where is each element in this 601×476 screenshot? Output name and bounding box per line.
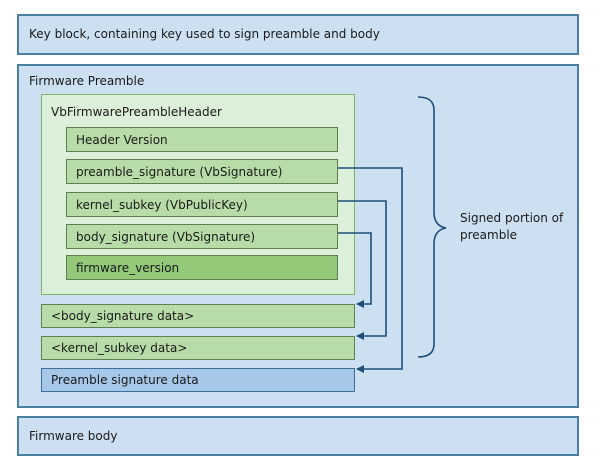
key-block: Key block, containing key used to sign p… xyxy=(17,14,579,55)
preamble-signature-field: preamble_signature (VbSignature) xyxy=(66,159,338,184)
firmware-preamble-label: Firmware Preamble xyxy=(29,74,145,88)
kernel-subkey-label: kernel_subkey (VbPublicKey) xyxy=(76,197,248,212)
kernel-subkey-data-block: <kernel_subkey data> xyxy=(41,336,355,360)
signed-portion-brace xyxy=(417,96,447,358)
firmware-body-label: Firmware body xyxy=(29,429,118,443)
body-signature-data-label: <body_signature data> xyxy=(51,309,195,323)
body-signature-data-block: <body_signature data> xyxy=(41,304,355,328)
arrow-body-signature xyxy=(338,232,372,308)
signed-portion-line-2: preamble xyxy=(460,228,518,242)
kernel-subkey-data-label: <kernel_subkey data> xyxy=(51,341,188,355)
header-version-label: Header Version xyxy=(76,132,168,147)
arrow-kernel-subkey xyxy=(338,200,387,340)
preamble-header-label: VbFirmwarePreambleHeader xyxy=(51,105,222,119)
signed-portion-label: Signed portion of preamble xyxy=(460,210,563,244)
firmware-version-field: firmware_version xyxy=(66,255,338,280)
arrow-preamble-signature xyxy=(338,167,403,373)
body-signature-field: body_signature (VbSignature) xyxy=(66,224,338,249)
kernel-subkey-field: kernel_subkey (VbPublicKey) xyxy=(66,192,338,217)
firmware-version-label: firmware_version xyxy=(76,260,180,275)
preamble-signature-label: preamble_signature (VbSignature) xyxy=(76,164,283,179)
firmware-body: Firmware body xyxy=(17,416,579,456)
signed-portion-line-1: Signed portion of xyxy=(460,211,564,225)
body-signature-label: body_signature (VbSignature) xyxy=(76,229,256,244)
key-block-label: Key block, containing key used to sign p… xyxy=(29,27,380,41)
preamble-signature-data-label: Preamble signature data xyxy=(51,373,199,387)
preamble-signature-data-block: Preamble signature data xyxy=(41,368,355,392)
header-version-field: Header Version xyxy=(66,127,338,152)
